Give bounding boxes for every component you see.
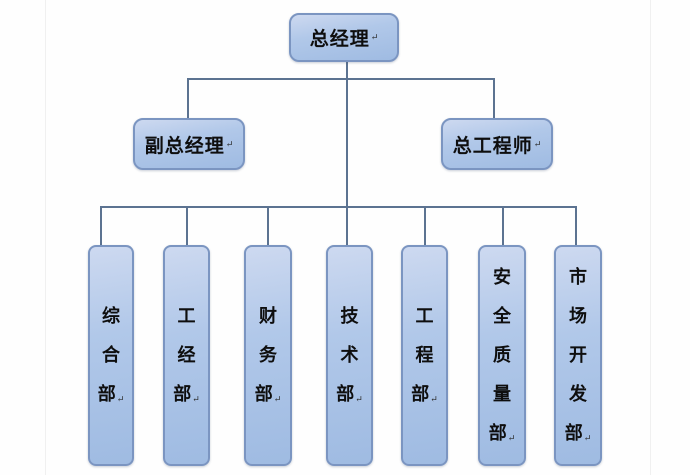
node-label: 总工程师 — [452, 135, 533, 157]
node-dept-engineering: 工程部↵ — [401, 245, 448, 466]
node-label: 工经部↵ — [173, 306, 200, 404]
node-label: 市场开发部↵ — [564, 267, 592, 443]
paragraph-mark: ↵ — [225, 138, 234, 149]
connector-departments-horizontal — [100, 206, 577, 208]
node-dept-engineering-economics: 工经部↵ — [163, 245, 210, 466]
node-label: 总经理 — [309, 29, 370, 50]
node-label: 综合部↵ — [97, 306, 125, 404]
connector-root-stem — [346, 62, 348, 80]
connector-dept-drop — [346, 208, 348, 245]
page-edge-right-line — [650, 0, 651, 475]
connector-center-trunk — [346, 80, 348, 208]
node-dept-market-development: 市场开发部↵ — [554, 245, 602, 466]
node-dept-finance: 财务部↵ — [244, 245, 292, 466]
node-label: 副总经理 — [144, 135, 225, 157]
connector-dept-drop — [100, 208, 102, 245]
connector-dept-drop — [424, 208, 426, 245]
node-dept-safety-quality: 安全质量部↵ — [478, 245, 526, 466]
node-label: 安全质量部↵ — [488, 267, 516, 443]
node-chief-engineer: 总工程师↵ — [441, 118, 553, 170]
page-edge-left-line — [45, 0, 46, 475]
connector-dept-drop — [502, 208, 504, 245]
paragraph-mark: ↵ — [370, 32, 379, 42]
connector-dept-drop — [186, 208, 188, 245]
connector-dept-drop — [575, 208, 577, 245]
node-label: 技术部↵ — [336, 306, 363, 404]
connector-chief-engineer-drop — [493, 80, 495, 118]
node-label: 财务部↵ — [254, 306, 282, 404]
paragraph-mark: ↵ — [533, 138, 542, 149]
connector-level2-horizontal — [187, 78, 495, 80]
node-dept-technology: 技术部↵ — [326, 245, 373, 466]
node-general-manager: 总经理↵ — [289, 13, 399, 62]
connector-dept-drop — [267, 208, 269, 245]
node-dept-general-affairs: 综合部↵ — [88, 245, 134, 466]
node-deputy-general-manager: 副总经理↵ — [133, 118, 245, 170]
node-label: 工程部↵ — [411, 306, 438, 404]
connector-deputy-gm-drop — [187, 80, 189, 118]
